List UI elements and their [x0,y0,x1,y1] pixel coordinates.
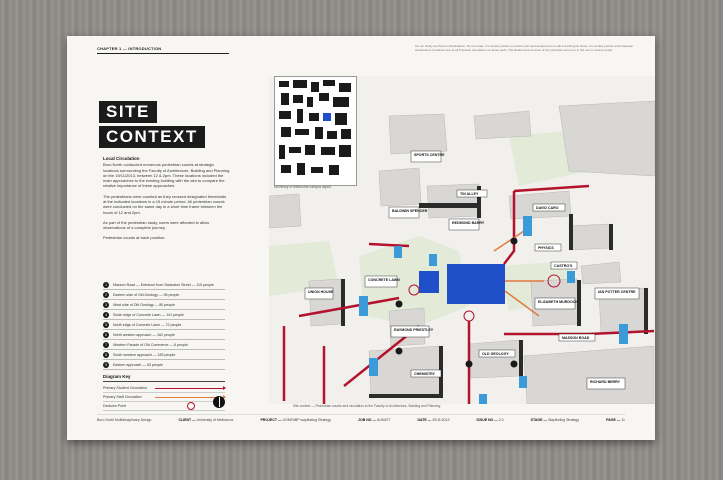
count-markers [395,237,518,368]
site-map: SPORTS CENTRE TIN ALLEY DAVID CARO BALDW… [269,76,655,404]
local-circulation-heading: Local Circulation [103,156,140,161]
list-item: 5 North edge of Concrete Lawn — 72 people [103,320,225,330]
list-item: 2 Eastern side of Old Geology — 96 people [103,290,225,300]
map-label: OLD GEOLOGY [482,352,509,356]
pedestrian-counts-list: 1 Masson Road — Entrance from Swanston St… [103,280,225,370]
red-arrow-icon [155,385,226,390]
map-labels: SPORTS CENTRE TIN ALLEY DAVID CARO BALDW… [304,150,640,390]
count-label: North western approach — 162 people [113,332,175,337]
count-label: Western Facade of Old Commerce — 6 peopl… [113,342,188,347]
key-item-staff: Primary Staff Circulation [103,393,226,402]
target-building [447,264,505,304]
list-item: 7 Western Facade of Old Commerce — 6 peop… [103,340,225,350]
list-item: 9 Eastern approach — 63 people [103,360,225,370]
map-label: CASTRO'S [554,264,573,268]
target-building-annex [419,271,439,293]
list-item: 3 West side of Old Geology — 80 people [103,300,225,310]
page-title: SITE CONTEXT [99,101,205,151]
title-line-2: CONTEXT [99,126,205,148]
count-label: West side of Old Geology — 80 people [113,302,176,307]
list-item: 1 Masson Road — Entrance from Swanston St… [103,280,225,290]
map-label: MASSON ROAD [562,336,590,340]
north-arrow-icon [213,396,225,408]
map-label: REDMOND BARRY [452,221,485,225]
chapter-label: CHAPTER 1 — INTRODUCTION [97,46,162,51]
diagram-key-title: Diagram Key [103,374,225,382]
map-label: CONCRETE LAWN [368,278,400,282]
key-label: Decision Point [103,404,126,408]
map-label: IAN POTTER CENTRE [598,290,636,294]
local-circulation-section: Local Circulation Buro North conducted n… [103,156,230,240]
count-number: 6 [103,331,109,338]
sign-icons [359,216,628,404]
footer-stage: STAGE — Wayfinding Strategy [530,418,580,422]
footer-date: DATE — 29/11/2013 [417,418,450,422]
title-line-1: SITE [99,101,157,123]
count-number: 8 [103,351,109,358]
map-caption: Site context — Pedestrian counts and cir… [293,404,441,408]
map-label: UNION HOUSE [308,290,334,294]
map-label: TIN ALLEY [460,192,479,196]
count-number: 2 [103,291,109,298]
footer-page: PAGE — 11 [606,418,625,422]
paragraph-2: The pedestrians were counted as they cro… [103,193,227,215]
count-number: 5 [103,321,109,328]
count-label: South western approach — 183 people [113,352,176,357]
counts-heading: Pedestrian counts at each position: [103,234,166,240]
map-label: RAYMOND PRIESTLEY [394,328,434,332]
paragraph-1: Buro North conducted numerous pedestrian… [103,162,230,189]
chapter-rule [97,53,229,54]
map-label: BALDWIN SPENCER [392,209,428,213]
list-item: 4 South edge of Concrete Lawn — 141 peopl… [103,310,225,320]
count-number: 7 [103,341,109,348]
paragraph-3: As part of the pedestrian study, users w… [103,219,210,231]
diagram-key: Diagram Key Primary Student Circulation … [103,374,226,411]
map-label: RICHARD BERRY [590,380,621,384]
key-item-decision: Decision Point [103,402,225,411]
count-label: South edge of Concrete Lawn — 141 people [113,312,184,317]
inset-caption: University of Melbourne campus layout [274,185,331,189]
campus-inset-map [274,76,357,186]
map-label: DAVID CARO [536,206,559,210]
footer: Buro North Multidisciplinary Design CLIE… [97,414,625,422]
map-label: ELIZABETH MURDOCH [538,300,578,304]
key-item-student: Primary Student Circulation [103,384,226,393]
count-label: North edge of Concrete Lawn — 72 people [113,322,182,327]
decision-circle-icon [187,402,195,410]
map-label: CHEMISTRY [414,372,436,376]
count-label: Masson Road — Entrance from Swanston Str… [113,282,214,287]
footer-job: JOB NO — AUM477 [358,418,391,422]
count-label: Eastern side of Old Geology — 96 people [113,292,180,297]
footer-project: PROJECT — UOMFABP wayfinding Strategy [260,418,332,422]
document-sheet: CHAPTER 1 — INTRODUCTION On our Study we… [67,36,655,440]
orange-arrow-icon [155,394,226,399]
list-item: 6 North western approach — 162 people [103,330,225,340]
count-number: 4 [103,311,109,318]
decision-points [408,274,561,322]
count-label: Eastern approach — 63 people [113,362,163,367]
list-item: 8 South western approach — 183 people [103,350,225,360]
map-label: SPORTS CENTRE [414,153,445,157]
top-note: On our Study we Parvum Workstation. Do n… [415,44,634,52]
footer-client: CLIENT — University of Melbourne [178,418,234,422]
footer-issue: ISSUE NO — 2.0 [476,418,504,422]
map-label: PHYSICS [538,246,554,250]
staff-routes [493,230,544,317]
count-number: 3 [103,301,109,308]
footer-studio: Buro North Multidisciplinary Design [97,418,152,422]
key-label: Primary Staff Circulation [103,395,142,399]
key-label: Primary Student Circulation [103,386,147,390]
count-number: 1 [103,281,109,288]
count-number: 9 [103,361,109,368]
